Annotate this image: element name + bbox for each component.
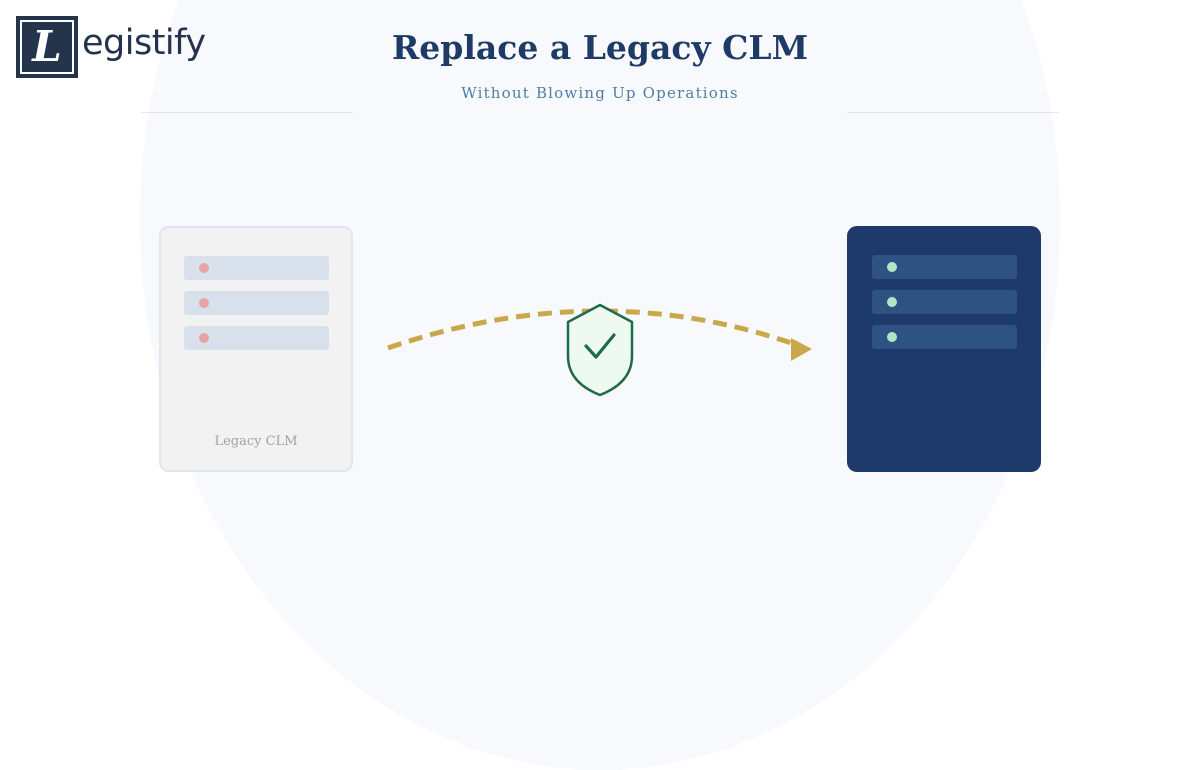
migration-arrow-path: [387, 308, 801, 351]
modern-list-row: [872, 325, 1017, 349]
logo-mark: L: [16, 16, 78, 78]
status-dot: [887, 262, 897, 272]
arrow-head-icon: [791, 338, 812, 361]
legacy-list-row: [184, 326, 329, 350]
checkmark-icon: [584, 333, 616, 359]
modern-list-row: [872, 255, 1017, 279]
legistify-logo: L egistify: [16, 16, 206, 78]
logo-wordmark: egistify: [82, 22, 206, 63]
status-dot: [199, 298, 209, 308]
legacy-clm-caption: Legacy CLM: [214, 434, 298, 449]
shield-check-icon: [566, 303, 634, 397]
logo-letter: L: [20, 20, 74, 74]
legacy-list-row: [184, 256, 329, 280]
status-dot: [887, 297, 897, 307]
migration-flow: [387, 303, 812, 397]
modern-clm-card: [847, 226, 1041, 472]
divider-left: [141, 112, 353, 113]
modern-list-row: [872, 290, 1017, 314]
status-dot: [887, 332, 897, 342]
status-dot: [199, 263, 209, 273]
status-dot: [199, 333, 209, 343]
page-title: Replace a Legacy CLM: [391, 28, 809, 67]
legacy-clm-card: Legacy CLM: [159, 226, 353, 472]
page-subtitle: Without Blowing Up Operations: [461, 84, 739, 102]
legacy-list-row: [184, 291, 329, 315]
divider-right: [847, 112, 1059, 113]
